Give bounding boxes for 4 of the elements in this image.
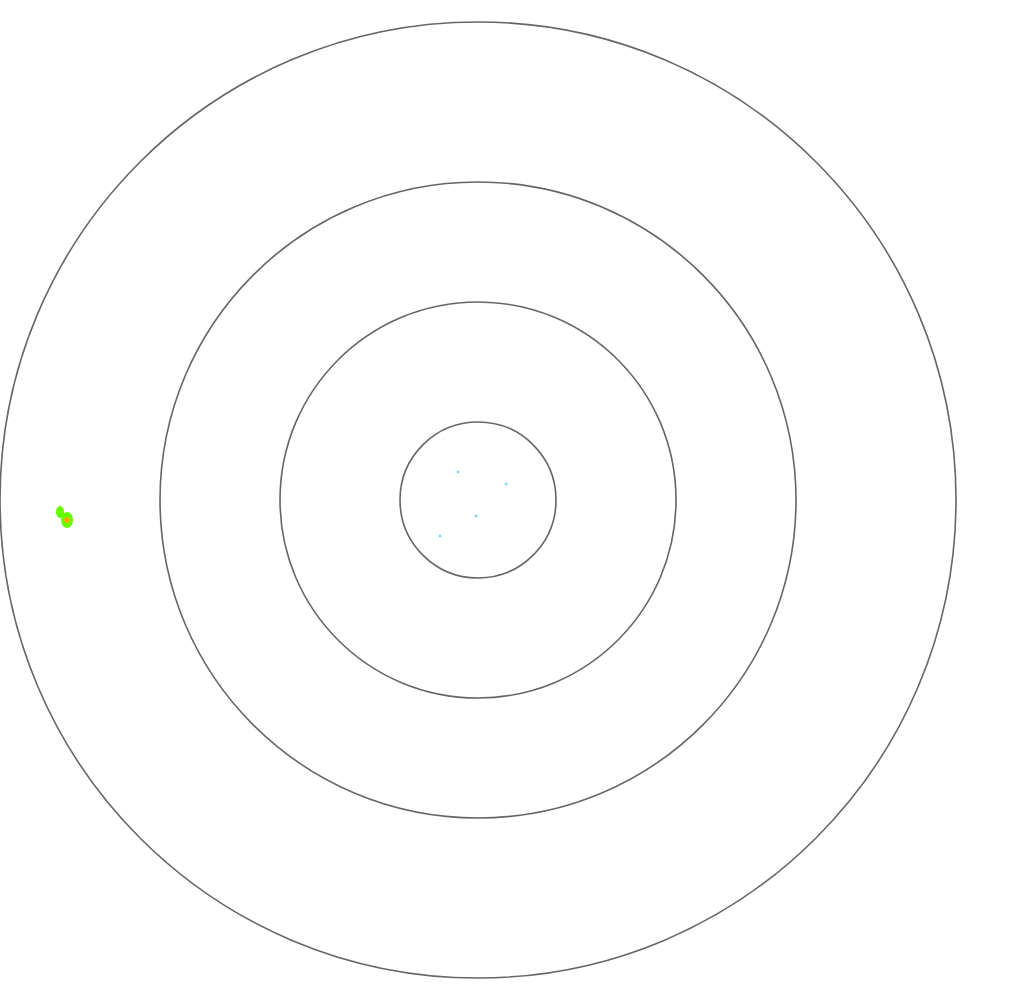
ring: [0, 21, 957, 979]
ring: [399, 421, 557, 579]
ring: [279, 301, 677, 699]
ring: [159, 181, 797, 819]
